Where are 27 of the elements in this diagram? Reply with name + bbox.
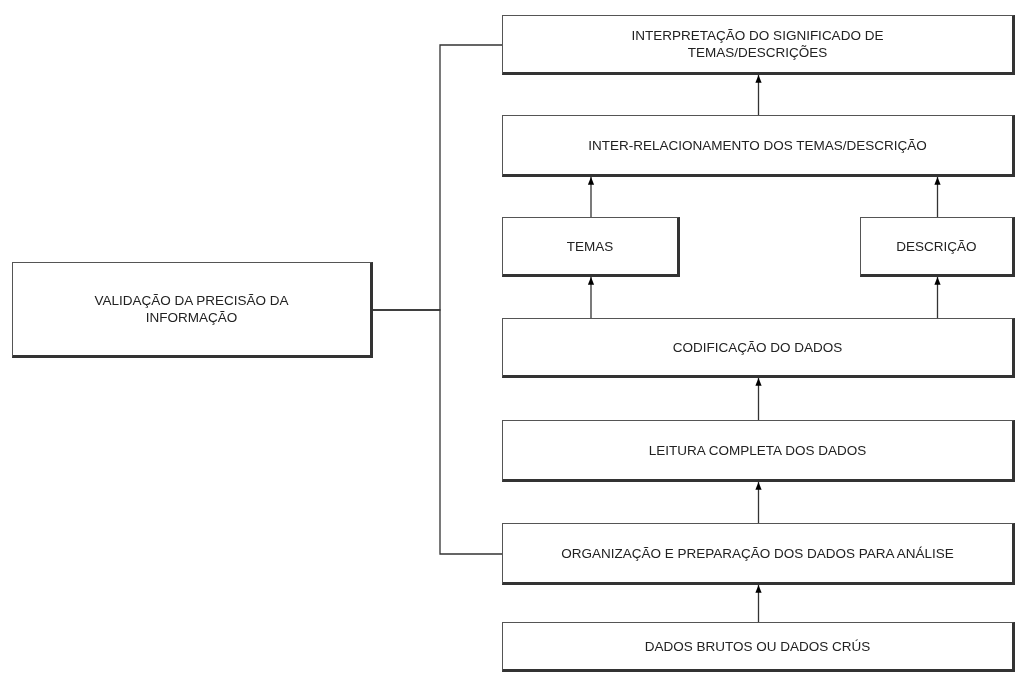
process-box [502, 15, 1015, 75]
box-label: CODIFICAÇÃO DO DADOS [672, 338, 843, 356]
process-box [502, 217, 680, 277]
box-label: DESCRIÇÃO [896, 237, 977, 255]
process-box [502, 115, 1015, 177]
box-label: VALIDAÇÃO DA PRECISÃO DA INFORMAÇÃO [93, 292, 290, 326]
process-box [502, 318, 1015, 378]
connector-line [372, 309, 503, 555]
arrow [755, 377, 762, 421]
process-box [12, 262, 373, 358]
arrow [587, 176, 595, 218]
box-label: LEITURA COMPLETA DOS DADOS [648, 441, 867, 459]
box-label: DADOS BRUTOS OU DADOS CRÚS [644, 637, 871, 655]
arrow [755, 584, 762, 623]
arrow [755, 74, 762, 116]
process-box [502, 523, 1015, 585]
process-box [860, 217, 1015, 277]
box-label: ORGANIZAÇÃO E PREPARAÇÃO DOS DADOS PARA ANÁLISE [561, 544, 954, 562]
arrow [587, 276, 595, 319]
arrow [755, 481, 762, 524]
arrow [934, 276, 941, 319]
process-box [502, 622, 1015, 672]
box-label: TEMAS [566, 237, 614, 255]
box-label: INTER-RELACIONAMENTO DOS TEMAS/DESCRIÇÃO [588, 136, 927, 154]
box-label: INTERPRETAÇÃO DO SIGNIFICADO DE TEMAS/DESCRIÇÕES [630, 27, 885, 61]
arrow [934, 176, 941, 218]
process-box [502, 420, 1015, 482]
